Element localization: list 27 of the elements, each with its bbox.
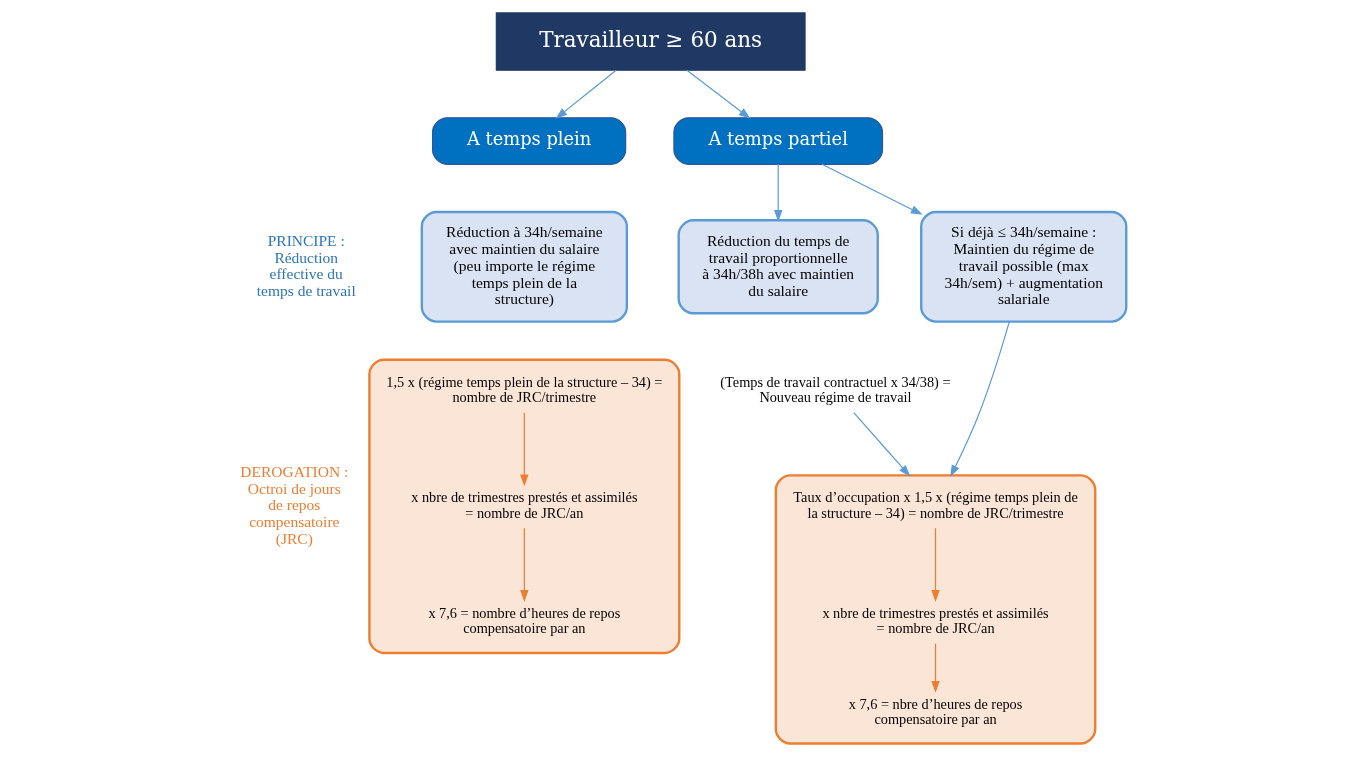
arrow [519,527,528,602]
arrow [773,163,782,223]
arrow [519,412,528,487]
cluster [774,474,1096,745]
node-box: Réduction du temps de travail proportionnelle à 34h/38h avec maintien du salaire [677,219,879,315]
cluster [367,358,680,655]
node-text: x 7,6 = nbre d’heures de repos compensatoire par an [848,695,1022,727]
node-text: Taux d’occupation x 1,5 x (régime temps plein de la structure – 34) = nombre de JRC/trimestre [792,489,1078,521]
arrow [554,69,617,119]
arrow [821,163,923,215]
label: PRINCIPE : Réduction effective du temps de travail [256,231,356,299]
node-box: Travailleur ≥ 60 ans [495,12,806,71]
arrow [930,643,940,693]
node-box: A temps plein [431,117,626,165]
arrow [852,412,910,477]
label: DEROGATION : Octroi de jours de repos compensatoire (JRC) [239,463,348,547]
arrow [685,69,751,119]
arrow [949,321,1010,477]
node-text: (Temps de travail contractuel x 34/38) = Nouveau régime de travail [719,373,951,406]
node-text: x 7,6 = nombre d’heures de repos compensatoire par an [427,604,620,637]
node-text: x nbre de trimestres prestés et assimilés = nombre de JRC/an [410,489,637,521]
node-box: Si déjà ≤ 34h/semaine : Maintien du régime de travail possible (max 34h/sem) + augmentation salariale [919,210,1127,323]
arrow [930,527,940,602]
node-text: 1,5 x (régime temps plein de la structure – 34) = nombre de JRC/trimestre [385,373,662,406]
node-text: x nbre de trimestres prestés et assimilés = nombre de JRC/an [821,604,1049,637]
node-box: Réduction à 34h/semaine avec maintien du salaire (peu importe le régime temps plein de la structure) [420,210,628,323]
node-box: A temps partiel [672,117,883,165]
